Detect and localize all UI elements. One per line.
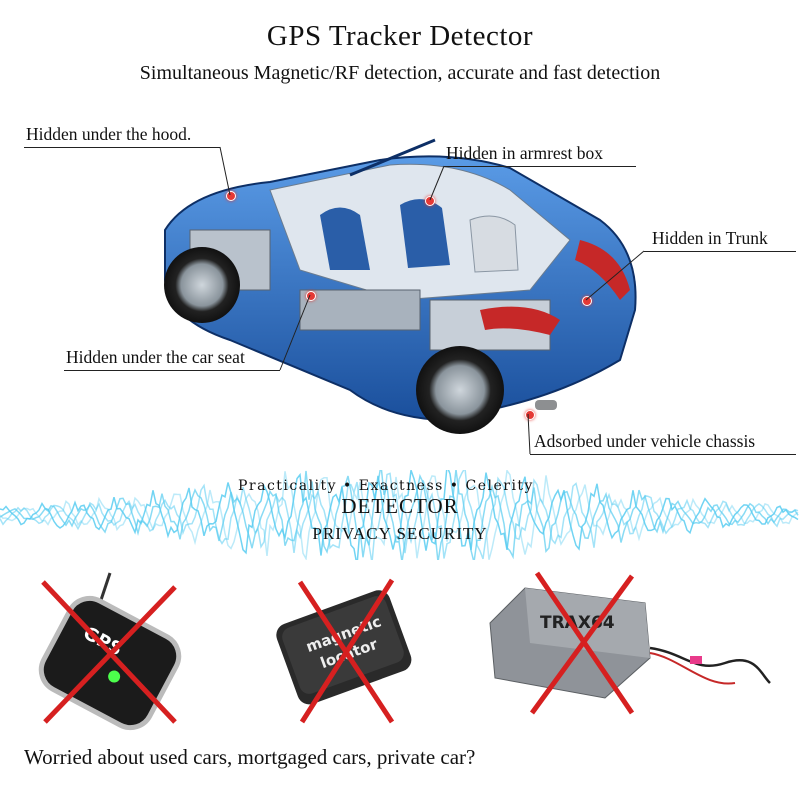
callout-seat-line bbox=[64, 370, 280, 371]
gps-tracker-icon: GPS bbox=[38, 572, 182, 731]
banner-detector: DETECTOR bbox=[341, 494, 459, 518]
banner-tagline: Practicality • Exactness • Celerity bbox=[238, 478, 534, 494]
callout-seat: Hidden under the car seat bbox=[66, 347, 245, 367]
cross-icon bbox=[529, 571, 635, 715]
callout-armrest: Hidden in armrest box bbox=[446, 143, 603, 163]
callout-hood: Hidden under the hood. bbox=[26, 124, 192, 144]
callout-hood-line bbox=[24, 147, 220, 148]
callout-armrest-line bbox=[444, 166, 636, 167]
wave-line bbox=[0, 470, 799, 560]
cross-icon bbox=[297, 578, 395, 724]
banner-privacy: PRIVACY SECURITY bbox=[312, 524, 488, 543]
marker-seat bbox=[306, 291, 316, 301]
wave-line bbox=[0, 470, 799, 560]
leader-lines bbox=[219, 146, 645, 455]
cross-icon bbox=[41, 580, 177, 724]
footer-question: Worried about used cars, mortgaged cars,… bbox=[24, 745, 476, 769]
marker-hood bbox=[226, 191, 236, 201]
marker-trunk bbox=[582, 296, 592, 306]
callout-chassis-line bbox=[530, 454, 796, 455]
callout-trunk-line bbox=[644, 251, 796, 252]
page-subtitle: Simultaneous Magnetic/RF detection, accu… bbox=[139, 62, 661, 84]
wave-line bbox=[0, 470, 799, 560]
car-illustration bbox=[164, 138, 637, 434]
page-title: GPS Tracker Detector bbox=[266, 20, 534, 52]
marker-armrest bbox=[425, 196, 435, 206]
callout-trunk: Hidden in Trunk bbox=[652, 228, 768, 248]
callout-chassis: Adsorbed under vehicle chassis bbox=[534, 431, 756, 451]
wave-line bbox=[0, 470, 799, 560]
sound-wave bbox=[0, 470, 799, 560]
obd-tracker-icon: TRAX64 bbox=[489, 587, 771, 699]
marker-chassis bbox=[525, 410, 535, 420]
